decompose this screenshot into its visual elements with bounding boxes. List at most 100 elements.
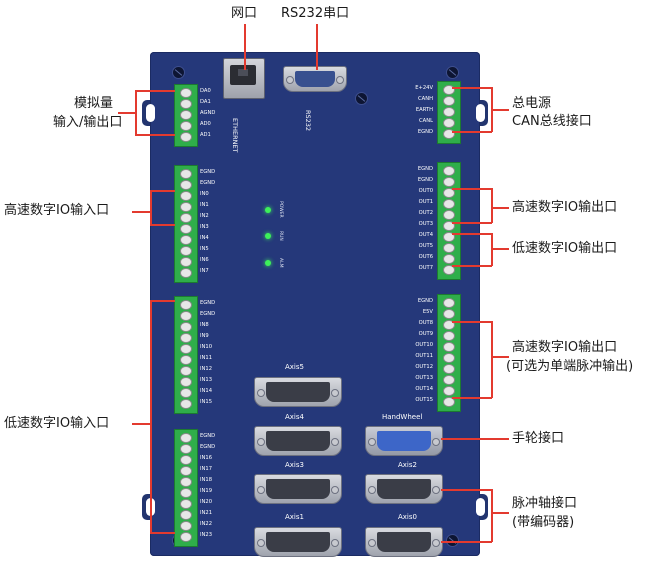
alm-led-label: ALM	[278, 258, 283, 268]
terminal-screw-icon	[180, 169, 192, 179]
rs232-connector	[283, 66, 347, 92]
leader-line	[452, 265, 492, 267]
alm-led	[265, 260, 271, 266]
ls-output-callout: 低速数字IO输出口	[512, 241, 618, 256]
terminal-pin-label: E5V	[422, 309, 433, 315]
terminal-pin-label: OUT1	[418, 199, 433, 205]
leader-line	[150, 224, 175, 226]
terminal-pin-label: IN14	[200, 388, 213, 394]
terminal-screw-icon	[443, 353, 455, 363]
leader-line	[150, 190, 152, 225]
terminal-pin-label: IN20	[200, 499, 213, 505]
terminal-screw-icon	[180, 235, 192, 245]
terminal-screw-icon	[443, 397, 455, 407]
terminal-screw-icon	[180, 88, 192, 98]
terminal-pin-label: OUT0	[418, 188, 433, 194]
terminal-screw-icon	[443, 331, 455, 341]
hs-output-callout: 高速数字IO输出口	[512, 200, 618, 215]
run-led	[265, 233, 271, 239]
terminal-pin-label: EGND	[200, 444, 216, 450]
terminal-pin-label: IN7	[200, 268, 209, 274]
screw-icon	[172, 66, 185, 79]
terminal-pin-label: IN19	[200, 488, 213, 494]
axis4-connector	[254, 426, 342, 456]
terminal-screw-icon	[180, 455, 192, 465]
controller-board	[150, 52, 480, 556]
ethernet-port-label: 网口	[231, 6, 258, 21]
terminal-screw-icon	[443, 199, 455, 209]
terminal-screw-icon	[180, 388, 192, 398]
axis3-connector	[254, 474, 342, 504]
terminal-block-in-b	[174, 296, 198, 414]
terminal-screw-icon	[443, 243, 455, 253]
leader-line	[244, 24, 246, 70]
terminal-pin-label: EGND	[200, 311, 216, 317]
terminal-pin-label: EGND	[200, 180, 216, 186]
terminal-pin-label: OUT5	[418, 243, 433, 249]
terminal-screw-icon	[180, 322, 192, 332]
terminal-pin-label: IN6	[200, 257, 209, 263]
terminal-pin-label: IN11	[200, 355, 213, 361]
handwheel-label: HandWheel	[382, 413, 423, 421]
axis2-label: Axis2	[398, 461, 417, 469]
terminal-pin-label: IN13	[200, 377, 213, 383]
analog-callout-line1: 模拟量	[74, 96, 114, 111]
terminal-pin-label: OUT11	[415, 353, 433, 359]
pulse-axis-callout-line1: 脉冲轴接口	[512, 496, 578, 511]
terminal-pin-label: IN8	[200, 322, 209, 328]
pulse-axis-callout-line2: (带编码器)	[512, 515, 575, 530]
terminal-screw-icon	[180, 366, 192, 376]
screw-icon	[446, 534, 459, 547]
rs232-board-label: RS232	[304, 110, 312, 132]
ethernet-board-label: ETHERNET	[231, 118, 239, 153]
leader-line	[132, 211, 151, 213]
leader-line	[150, 532, 175, 534]
axis3-label: Axis3	[285, 461, 304, 469]
terminal-screw-icon	[443, 364, 455, 374]
terminal-pin-label: CANL	[419, 118, 433, 124]
terminal-screw-icon	[180, 132, 192, 142]
terminal-pin-label: IN18	[200, 477, 213, 483]
terminal-pin-label: OUT14	[415, 386, 433, 392]
terminal-pin-label: AD1	[200, 132, 211, 138]
leader-line	[491, 248, 509, 250]
leader-line	[441, 489, 492, 491]
terminal-pin-label: IN17	[200, 466, 213, 472]
leader-line	[491, 512, 509, 514]
terminal-pin-label: EGND	[200, 169, 216, 175]
terminal-pin-label: EGND	[417, 129, 433, 135]
terminal-screw-icon	[180, 377, 192, 387]
leader-line	[316, 24, 318, 70]
terminal-pin-label: OUT15	[415, 397, 433, 403]
leader-line	[491, 233, 493, 266]
terminal-screw-icon	[180, 311, 192, 321]
terminal-pin-label: OUT2	[418, 210, 433, 216]
leader-line	[150, 190, 175, 192]
ls-input-callout: 低速数字IO输入口	[4, 416, 110, 431]
terminal-screw-icon	[443, 309, 455, 319]
terminal-block-out-b	[437, 294, 461, 412]
terminal-screw-icon	[180, 191, 192, 201]
power-callout-line2: CAN总线接口	[512, 114, 592, 129]
terminal-pin-label: IN10	[200, 344, 213, 350]
axis0-label: Axis0	[398, 513, 417, 521]
terminal-pin-label: IN5	[200, 246, 209, 252]
terminal-pin-label: IN22	[200, 521, 213, 527]
leader-line	[491, 109, 509, 111]
leader-line	[452, 222, 492, 224]
terminal-screw-icon	[180, 246, 192, 256]
terminal-pin-label: DA1	[200, 99, 211, 105]
terminal-pin-label: IN4	[200, 235, 209, 241]
leader-line	[118, 112, 136, 114]
screw-icon	[355, 92, 368, 105]
terminal-screw-icon	[443, 386, 455, 396]
analog-callout-line2: 输入/输出口	[53, 115, 123, 130]
terminal-screw-icon	[180, 121, 192, 131]
power-callout-line1: 总电源	[512, 96, 552, 111]
terminal-screw-icon	[180, 488, 192, 498]
terminal-pin-label: EGND	[417, 166, 433, 172]
terminal-pin-label: EGND	[417, 177, 433, 183]
terminal-screw-icon	[443, 210, 455, 220]
terminal-screw-icon	[443, 166, 455, 176]
leader-line	[452, 233, 492, 235]
